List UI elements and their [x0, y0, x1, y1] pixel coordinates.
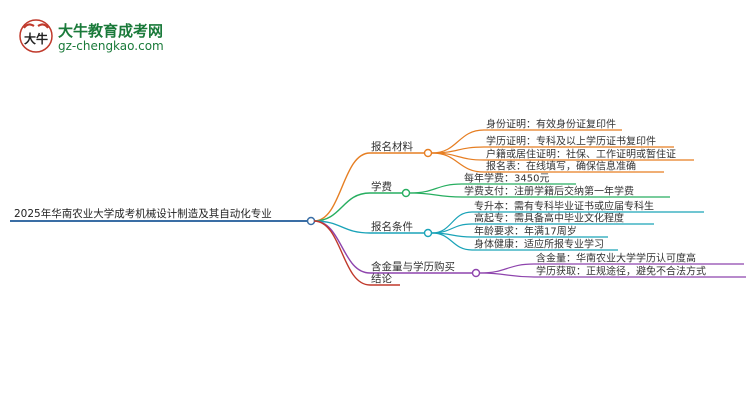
site-url[interactable]: gz-chengkao.com — [58, 39, 164, 53]
branch-label-conditions: 报名条件 — [371, 220, 413, 233]
leaf-label-conditions-1: 高起专：需具备高中毕业文化程度 — [474, 212, 624, 225]
leaf-label-fee-0: 每年学费：3450元 — [464, 172, 549, 185]
leaf-link-fee-1 — [409, 192, 463, 198]
leaf-label-conditions-2: 年龄要求：年满17周岁 — [474, 225, 577, 238]
branch-label-gold: 含金量与学历购买 — [371, 260, 455, 273]
leaf-label-gold-0: 含金量：华南农业大学学历认可度高 — [536, 252, 696, 265]
leaf-link-conditions-0 — [431, 211, 473, 234]
branch-connector-materials[interactable] — [423, 148, 433, 158]
site-title: 大牛教育成考网 — [58, 22, 164, 40]
branch-link-conditions — [313, 220, 371, 234]
branch-connector-conditions[interactable] — [423, 228, 433, 238]
leaf-link-gold-0 — [479, 263, 535, 274]
branch-link-conclusion — [313, 220, 371, 286]
leaf-link-materials-3 — [431, 152, 485, 173]
branch-label-conclusion: 结论 — [371, 272, 392, 285]
logo-mark-text: 大牛 — [24, 31, 48, 46]
branch-link-fee — [313, 192, 371, 222]
leaf-label-gold-1: 学历获取：正规途径，避免不合法方式 — [536, 265, 706, 278]
leaf-label-materials-2: 户籍或居住证明：社保、工作证明或暂住证 — [486, 148, 676, 161]
leaf-label-fee-1: 学费支付：注册学籍后交纳第一年学费 — [464, 185, 634, 198]
root-node-connector[interactable] — [306, 216, 316, 226]
branch-label-fee: 学费 — [371, 180, 392, 193]
leaf-link-fee-0 — [409, 183, 463, 194]
branch-connector-fee[interactable] — [401, 188, 411, 198]
leaf-label-materials-3: 报名表：在线填写，确保信息准确 — [486, 160, 636, 173]
bull-logo-icon: 大牛 — [19, 19, 53, 53]
branch-connector-gold[interactable] — [471, 268, 481, 278]
site-logo[interactable]: 大牛 大牛教育成考网 gz-chengkao.com — [18, 18, 178, 58]
branch-link-gold — [313, 220, 371, 274]
leaf-label-materials-0: 身份证明：有效身份证复印件 — [486, 118, 616, 131]
leaf-label-conditions-0: 专升本：需有专科毕业证书或应届专科生 — [474, 200, 654, 213]
leaf-link-conditions-3 — [431, 232, 473, 251]
branch-link-materials — [313, 152, 371, 222]
branch-label-materials: 报名材料 — [371, 140, 413, 153]
leaf-link-gold-1 — [479, 272, 535, 278]
leaf-label-materials-1: 学历证明：专科及以上学历证书复印件 — [486, 135, 656, 148]
root-node-label: 2025年华南农业大学成考机械设计制造及其自动化专业 — [14, 207, 272, 220]
leaf-label-conditions-3: 身体健康：适应所报专业学习 — [474, 238, 604, 251]
